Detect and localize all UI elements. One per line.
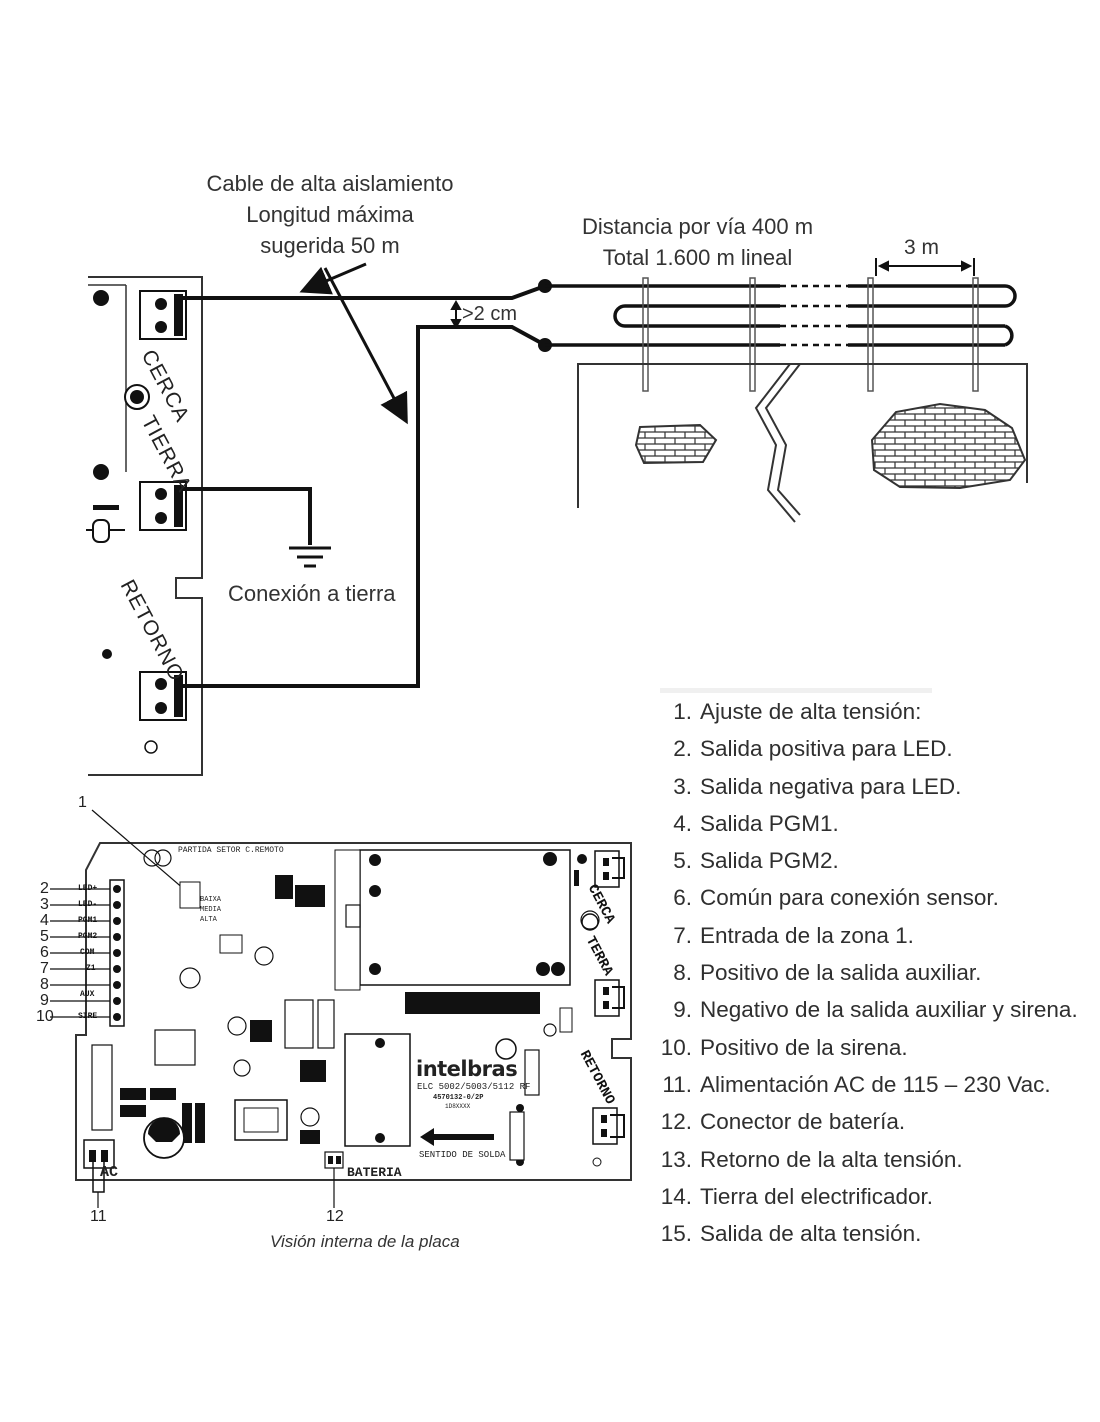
legend-item: 11.Alimentación AC de 115 – 230 Vac. [662,1071,1051,1097]
gap-note: >2 cm [462,303,518,325]
callout-3: 3 [40,896,49,913]
callout-ac: 11 [90,1208,107,1225]
callout-2: 2 [40,880,49,897]
board-lot: 1D8XXXX [445,1103,471,1110]
legend-item: 7.Entrada de la zona 1. [673,922,914,948]
legend-list: 1.Ajuste de alta tensión: 2.Salida posit… [656,688,1096,1252]
board-header-text: PARTIDA SETOR C.REMOTO [178,846,284,855]
callout-8: 8 [40,976,49,993]
legend-item: 12.Conector de batería. [660,1109,906,1135]
cable-pointer-arrows [299,262,408,425]
legend-item: 9.Negativo de la salida auxiliar y siren… [673,997,1078,1023]
jumper-alta: ALTA [200,916,217,924]
pin-pgm2: PGM2 [78,932,98,941]
brand-logo: intelbras [416,1057,518,1081]
pin-led-minus: LED- [78,900,98,909]
spacing-note: 3 m [904,236,940,259]
pin-pgm1: PGM1 [78,916,98,925]
legend-item: 6.Común para conexión sensor. [673,885,999,911]
pin-sire: SIRE [78,1012,98,1021]
legend-item: 13.Retorno de la alta tensión. [660,1146,963,1172]
battery-label: BATERIA [347,1165,402,1180]
callout-5: 5 [40,928,49,945]
cable-note: Cable de alta aislamiento Longitud máxim… [200,168,460,261]
legend-item: 15.Salida de alta tensión. [660,1221,922,1247]
legend-item: 4.Salida PGM1. [673,810,839,836]
jumper-media: MEDIA [200,906,222,914]
terminal-cerca [139,290,187,340]
board-part-number: 4570132-0/2P [433,1094,484,1102]
terminal-tierra [139,481,187,531]
ac-label: AC [100,1164,119,1181]
solder-direction-label: SENTIDO DE SOLDA [419,1150,506,1160]
cable-note-line-2: Longitud máxima [246,202,414,227]
board-models: ELC 5002/5003/5112 RF [417,1082,531,1092]
terminal-retorno [139,671,187,721]
high-voltage-wires [183,284,546,688]
pin-z1: Z1 [86,964,96,973]
cable-note-line-1: Cable de alta aislamiento [206,171,454,196]
ground-note: Conexión a tierra [228,581,396,606]
callout-10: 10 [36,1008,54,1025]
distance-note-line-1: Distancia por vía 400 m [581,214,814,239]
callout-4: 4 [40,912,49,929]
spacing-dimension [875,258,975,276]
legend-item: 3.Salida negativa para LED. [673,773,962,799]
callout-6: 6 [40,944,49,961]
callout-adjust: 1 [78,794,87,811]
cable-note-line-3: sugerida 50 m [260,233,400,258]
callout-7: 7 [40,960,49,977]
callout-battery: 12 [326,1208,344,1225]
gap-dimension [450,299,462,330]
legend-header-bar [660,688,932,693]
pin-led-plus: LED+ [78,884,98,893]
pcb-board [50,809,632,1208]
fence [538,277,1028,523]
pin-com: COM [80,948,95,957]
callout-9: 9 [40,992,49,1009]
legend-item: 1.Ajuste de alta tensión: [673,699,922,724]
board-caption: Visión interna de la placa [270,1232,460,1251]
distance-note: Distancia por vía 400 m Total 1.600 m li… [575,211,820,273]
ground-symbol [289,546,331,568]
distance-note-line-2: Total 1.600 m lineal [602,245,793,270]
legend-item: 8.Positivo de la salida auxiliar. [673,960,982,986]
legend-item: 5.Salida PGM2. [673,848,839,874]
legend-item: 14.Tierra del electrificador. [660,1183,934,1209]
energizer-panel [86,276,203,776]
jumper-baixa: BAIXA [200,896,222,904]
legend-item: 2.Salida positiva para LED. [673,736,953,762]
pin-aux: AUX [80,990,95,999]
legend-item: 10.Positivo de la sirena. [660,1034,908,1060]
